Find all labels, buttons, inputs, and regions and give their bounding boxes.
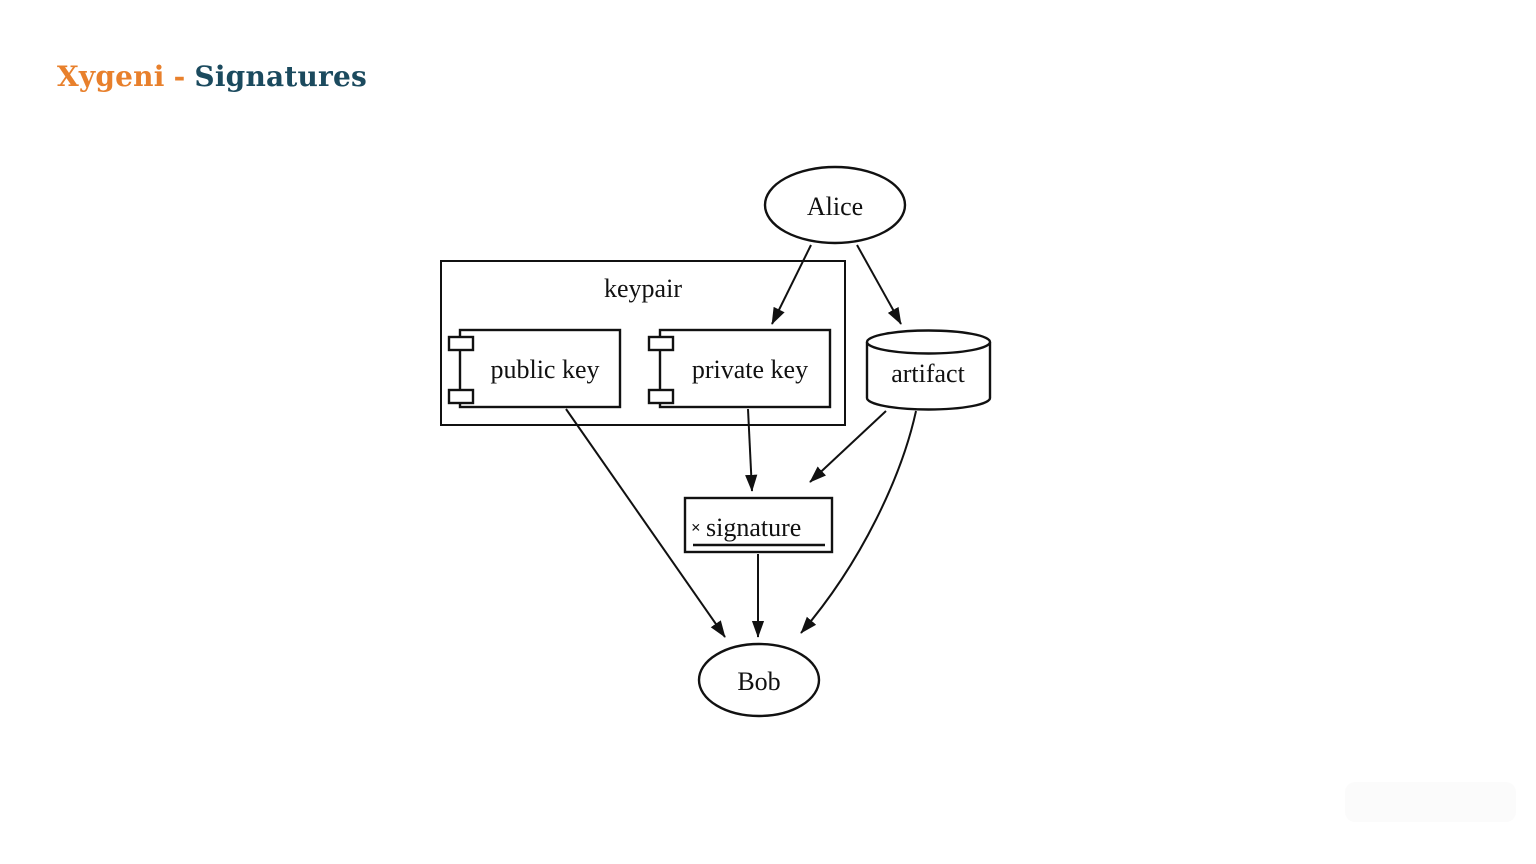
node-private-key: private key (647, 328, 832, 409)
node-signature-label: signature (706, 513, 801, 542)
node-artifact-label: artifact (891, 359, 965, 388)
brand-name: Xygeni (57, 60, 165, 93)
edges (565, 244, 917, 638)
page-name: Signatures (194, 60, 367, 93)
node-artifact: artifact (865, 329, 992, 411)
node-bob: Bob (697, 642, 821, 718)
edge-artifact-signature (809, 410, 887, 483)
edge-alice-artifact (856, 244, 902, 325)
node-alice: Alice (763, 165, 907, 245)
edge-alice-private-key (771, 244, 812, 325)
component-tab-icon (447, 388, 475, 405)
node-bob-label: Bob (737, 667, 780, 696)
edge-private-key-signature (745, 408, 758, 492)
page-title: Xygeni - Signatures (57, 58, 367, 96)
node-alice-label: Alice (807, 192, 863, 221)
node-public-key-label: public key (490, 355, 599, 384)
edge-public-key-bob (565, 408, 726, 638)
node-signature: × signature (683, 496, 834, 554)
component-tab-icon (647, 335, 675, 352)
cluster-keypair-label: keypair (604, 274, 682, 303)
signature-x-mark-icon: × (691, 518, 701, 537)
component-tab-icon (447, 335, 475, 352)
watermark-smudge (1345, 782, 1516, 822)
node-public-key: public key (447, 328, 622, 409)
node-private-key-label: private key (692, 355, 808, 384)
component-tab-icon (647, 388, 675, 405)
title-separator: - (173, 60, 186, 93)
edge-artifact-bob (800, 410, 917, 634)
